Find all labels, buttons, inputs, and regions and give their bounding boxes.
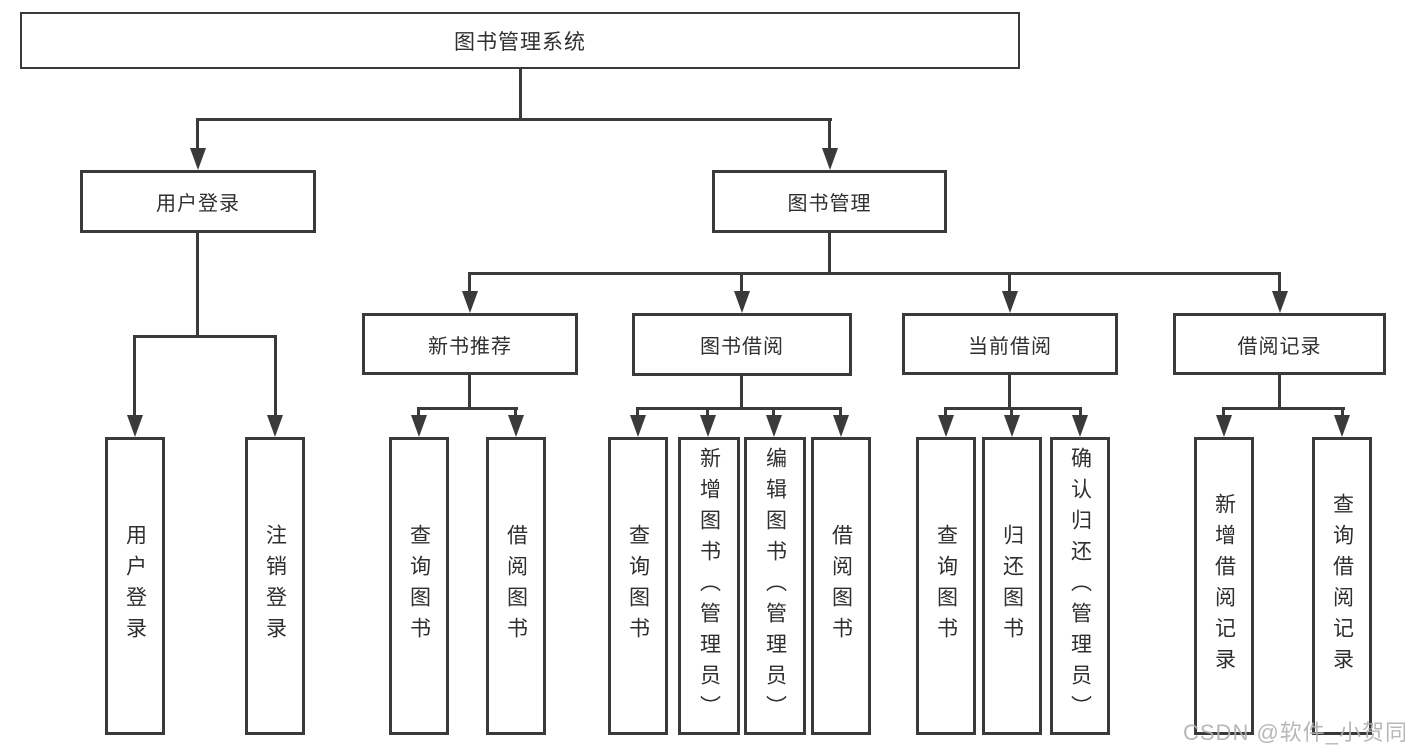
node-label: 用户登录 xyxy=(156,193,240,215)
connector-line xyxy=(636,407,842,410)
connector-line xyxy=(839,410,842,416)
node-label: 编辑图书（管理员） xyxy=(763,446,787,726)
connector-line xyxy=(417,407,518,410)
connector-line xyxy=(1008,275,1011,291)
connector-line xyxy=(468,375,471,407)
node-leaf-add-borrow-record: 新增借阅记录 xyxy=(1194,437,1254,735)
node-leaf-edit-books-admin: 编辑图书（管理员） xyxy=(744,437,806,735)
node-leaf-add-books-admin: 新增图书（管理员） xyxy=(678,437,740,735)
connector-line xyxy=(1222,410,1225,416)
connector-line xyxy=(1278,275,1281,291)
node-book-management: 图书管理 xyxy=(712,170,947,233)
arrowhead xyxy=(1002,291,1018,313)
arrowhead xyxy=(1004,415,1020,437)
arrowhead xyxy=(127,415,143,437)
connector-line xyxy=(514,410,517,416)
node-label: 归还图书 xyxy=(1000,524,1024,648)
node-label: 图书借阅 xyxy=(700,336,784,358)
connector-line xyxy=(417,410,420,416)
connector-line xyxy=(1222,407,1345,410)
node-label: 借阅图书 xyxy=(829,524,853,648)
connector-line xyxy=(274,338,277,415)
node-label: 查询图书 xyxy=(626,524,650,648)
node-label: 注销登录 xyxy=(263,524,287,648)
node-label: 查询图书 xyxy=(407,524,431,648)
node-leaf-borrow-books-2: 借阅图书 xyxy=(811,437,871,735)
connector-line xyxy=(468,275,471,291)
node-leaf-user-login: 用户登录 xyxy=(105,437,165,735)
node-label: 查询图书 xyxy=(934,524,958,648)
node-leaf-query-books-2: 查询图书 xyxy=(608,437,668,735)
connector-line xyxy=(519,69,522,118)
connector-line xyxy=(133,338,136,415)
node-label: 确认归还（管理员） xyxy=(1068,446,1092,726)
connector-line xyxy=(706,410,709,416)
connector-line xyxy=(636,410,639,416)
connector-line xyxy=(196,121,199,150)
node-user-login: 用户登录 xyxy=(80,170,316,233)
arrowhead xyxy=(938,415,954,437)
node-leaf-confirm-return-admin: 确认归还（管理员） xyxy=(1050,437,1110,735)
node-label: 图书管理系统 xyxy=(454,30,586,54)
connector-line xyxy=(468,272,1281,275)
node-leaf-logout: 注销登录 xyxy=(245,437,305,735)
node-label: 当前借阅 xyxy=(968,335,1052,358)
node-current-borrowing: 当前借阅 xyxy=(902,313,1118,375)
arrowhead xyxy=(822,148,838,170)
node-book-borrowing: 图书借阅 xyxy=(632,313,852,376)
connector-line xyxy=(133,335,277,338)
node-leaf-query-books-1: 查询图书 xyxy=(389,437,449,735)
arrowhead xyxy=(508,415,524,437)
connector-line xyxy=(1008,375,1011,407)
connector-line xyxy=(196,233,199,335)
arrowhead xyxy=(1072,415,1088,437)
connector-line xyxy=(740,275,743,291)
arrowhead xyxy=(766,415,782,437)
node-label: 借阅记录 xyxy=(1237,335,1322,358)
connector-line xyxy=(740,376,743,407)
connector-line xyxy=(1010,410,1013,416)
node-new-book-recommendation: 新书推荐 xyxy=(362,313,578,375)
node-label: 借阅图书 xyxy=(504,524,528,648)
connector-line xyxy=(828,233,831,272)
connector-line xyxy=(1079,410,1082,416)
arrowhead xyxy=(734,291,750,313)
arrowhead xyxy=(630,415,646,437)
arrowhead xyxy=(190,148,206,170)
node-library-management-system: 图书管理系统 xyxy=(20,12,1020,69)
arrowhead xyxy=(411,415,427,437)
node-label: 用户登录 xyxy=(123,524,147,648)
node-borrowing-records: 借阅记录 xyxy=(1173,313,1386,375)
connector-line xyxy=(944,410,947,416)
arrowhead xyxy=(462,291,478,313)
node-leaf-return-books: 归还图书 xyxy=(982,437,1042,735)
arrowhead xyxy=(1334,415,1350,437)
connector-line xyxy=(1278,375,1281,407)
node-label: 新增图书（管理员） xyxy=(697,446,721,726)
node-leaf-borrow-books-1: 借阅图书 xyxy=(486,437,546,735)
node-label: 图书管理 xyxy=(787,193,872,215)
connector-line xyxy=(828,121,831,150)
node-label: 查询借阅记录 xyxy=(1330,493,1354,679)
arrowhead xyxy=(1216,415,1232,437)
node-leaf-query-borrow-record: 查询借阅记录 xyxy=(1312,437,1372,735)
arrowhead xyxy=(1272,291,1288,313)
node-leaf-query-books-3: 查询图书 xyxy=(916,437,976,735)
connector-line xyxy=(1341,410,1344,416)
csdn-watermark: CSDN @软件_小贺同学 xyxy=(1183,720,1405,745)
connector-line xyxy=(944,407,1082,410)
connector-line xyxy=(196,118,832,121)
connector-line xyxy=(772,410,775,416)
arrowhead xyxy=(833,415,849,437)
arrowhead xyxy=(700,415,716,437)
arrowhead xyxy=(267,415,283,437)
node-label: 新书推荐 xyxy=(428,335,512,358)
node-label: 新增借阅记录 xyxy=(1212,493,1236,679)
